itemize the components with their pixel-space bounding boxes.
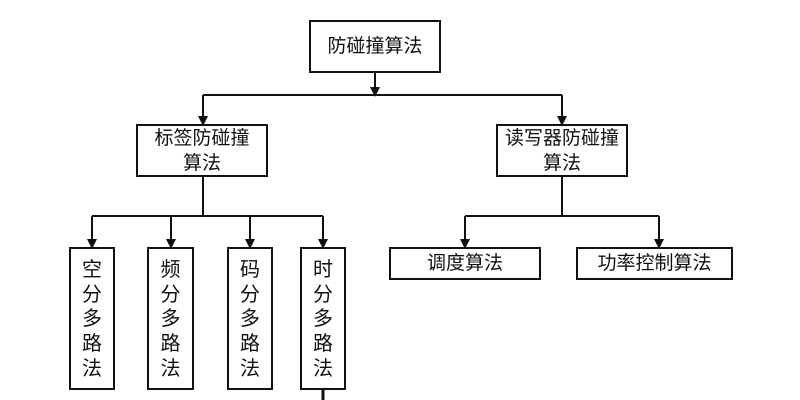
char: 频 bbox=[160, 257, 181, 282]
char: 分 bbox=[160, 281, 181, 306]
char: 路 bbox=[313, 331, 333, 356]
root-node-label: 防碰撞算法 bbox=[327, 35, 423, 57]
char: 多 bbox=[160, 306, 181, 331]
char: 多 bbox=[240, 306, 260, 331]
frequency-division-node: 频 分 多 路 法 bbox=[147, 247, 194, 390]
char: 空 bbox=[82, 257, 102, 282]
char: 路 bbox=[160, 331, 181, 356]
char: 法 bbox=[160, 355, 181, 380]
char: 法 bbox=[240, 355, 260, 380]
char: 分 bbox=[313, 281, 333, 306]
reader-anticollision-node: 读写器防碰撞 算法 bbox=[496, 124, 628, 177]
char: 路 bbox=[240, 331, 260, 356]
code-division-node: 码 分 多 路 法 bbox=[227, 247, 273, 390]
tag-anticollision-node: 标签防碰撞 算法 bbox=[136, 124, 268, 177]
time-division-node: 时 分 多 路 法 bbox=[300, 247, 346, 390]
char: 路 bbox=[82, 331, 102, 356]
reader-anticollision-label-line2: 算法 bbox=[542, 151, 581, 174]
char: 码 bbox=[240, 257, 260, 282]
root-node: 防碰撞算法 bbox=[309, 20, 441, 73]
char: 分 bbox=[82, 281, 102, 306]
char: 多 bbox=[313, 306, 333, 331]
tag-anticollision-label-line1: 标签防碰撞 bbox=[154, 126, 250, 149]
scheduling-algorithm-node: 调度算法 bbox=[389, 247, 541, 280]
char: 法 bbox=[82, 355, 102, 380]
tag-anticollision-label-line2: 算法 bbox=[182, 151, 221, 174]
power-control-algorithm-node: 功率控制算法 bbox=[576, 247, 733, 280]
char: 时 bbox=[313, 257, 333, 282]
space-division-node: 空 分 多 路 法 bbox=[69, 247, 115, 390]
power-control-algorithm-label: 功率控制算法 bbox=[597, 252, 712, 274]
reader-anticollision-label-line1: 读写器防碰撞 bbox=[504, 126, 619, 149]
char: 多 bbox=[82, 306, 102, 331]
char: 法 bbox=[313, 355, 333, 380]
scheduling-algorithm-label: 调度算法 bbox=[426, 252, 503, 274]
char: 分 bbox=[240, 281, 260, 306]
